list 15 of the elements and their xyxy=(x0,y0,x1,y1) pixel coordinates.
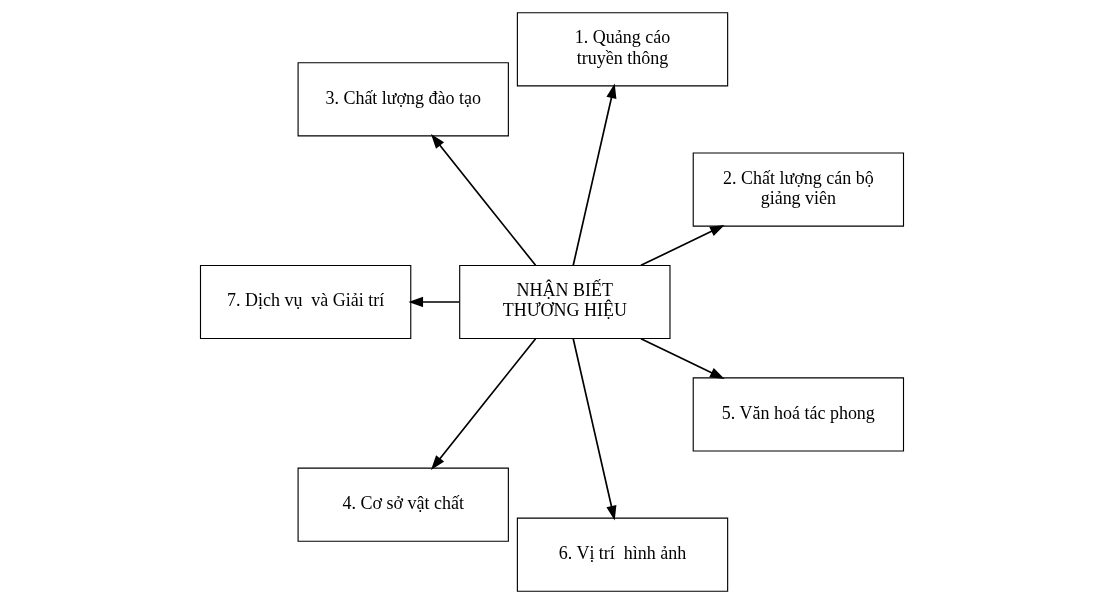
arrow xyxy=(640,337,725,379)
node-box: 2. Chất lượng cán bộ giảng viên xyxy=(692,152,905,227)
node-box: 3. Chất lượng đào tạo xyxy=(297,62,509,137)
node-box: 1. Quảng cáo truyền thông xyxy=(516,12,729,87)
node-box: 7. Dịch vụ và Giải trí xyxy=(199,264,412,340)
node-box: 4. Cơ sở vật chất xyxy=(297,467,509,542)
node-box: 6. Vị trí hình ảnh xyxy=(516,517,729,592)
arrow xyxy=(408,296,461,308)
node-box: 5. Văn hoá tác phong xyxy=(692,377,905,452)
arrow xyxy=(572,337,617,521)
arrow xyxy=(640,225,725,267)
arrow xyxy=(430,134,537,267)
node-box: NHẬN BIẾT THƯƠNG HIỆU xyxy=(459,264,671,340)
arrow xyxy=(430,337,537,470)
arrow xyxy=(572,83,617,267)
